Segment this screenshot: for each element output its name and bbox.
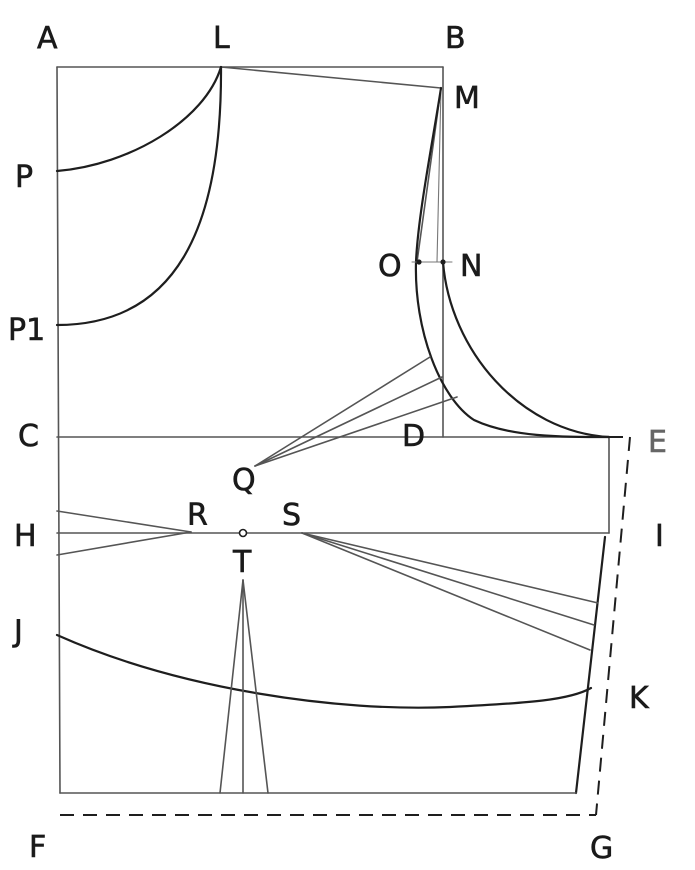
dart-S-2 [301, 532, 595, 626]
line-M-D [436, 87, 442, 263]
label-E: E [648, 425, 667, 460]
curve-armhole-front [414, 86, 611, 439]
label-J: J [12, 614, 23, 649]
curve-back-neck-P [55, 65, 223, 173]
dart-S-3 [301, 532, 591, 651]
point-N [440, 259, 446, 265]
dart-S-1 [301, 532, 599, 604]
line-L-M [220, 66, 442, 89]
label-A: A [37, 21, 58, 56]
dashed-side-seam [595, 436, 631, 816]
label-N: N [460, 249, 482, 284]
label-D: D [402, 419, 425, 454]
line-I-to-hem [574, 535, 607, 795]
line-A-F [56, 66, 61, 794]
label-P: P [15, 160, 33, 195]
label-G: G [590, 831, 613, 866]
point-O [416, 259, 422, 265]
label-S: S [282, 498, 301, 533]
dart-Q-3 [254, 396, 458, 467]
label-K: K [629, 681, 650, 716]
label-Q: Q [232, 463, 256, 498]
point-center-waist [238, 528, 248, 538]
label-F: F [29, 830, 46, 865]
label-M: M [454, 81, 480, 116]
label-O: O [378, 249, 402, 284]
curve-armhole-back [441, 260, 611, 439]
curve-J-K [55, 633, 593, 709]
dart-T-right [242, 579, 269, 794]
label-L: L [213, 21, 230, 56]
label-R: R [187, 498, 208, 533]
dart-Q-2 [254, 376, 443, 467]
label-C: C [18, 419, 39, 454]
dart-R-upper [56, 510, 192, 533]
label-T: T [232, 545, 252, 580]
label-P1: P1 [8, 313, 45, 348]
curve-front-neck-P1 [55, 65, 223, 327]
dart-Q-1 [254, 356, 431, 467]
label-B: B [445, 21, 466, 56]
label-H: H [14, 519, 37, 554]
dart-R-lower [56, 531, 192, 556]
label-I: I [655, 519, 664, 554]
dart-T-left [219, 579, 244, 794]
